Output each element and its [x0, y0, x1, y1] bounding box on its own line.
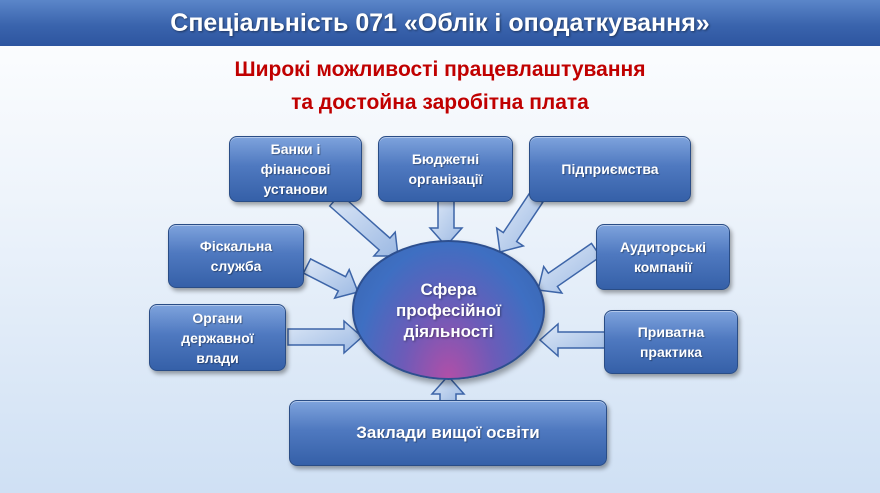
- node-private-practice: Приватна практика: [604, 310, 738, 374]
- arrow-enterprises: [495, 192, 544, 253]
- subtitle-line-2: та достойна заробітна плата: [291, 91, 589, 114]
- arrow-budget: [428, 200, 464, 248]
- arrow-private: [538, 322, 607, 358]
- arrow-banks: [328, 192, 399, 257]
- node-banks: Банки і фінансові установи: [229, 136, 362, 202]
- node-audit-companies: Аудиторські компанії: [596, 224, 730, 290]
- arrow-fiscal: [302, 257, 360, 300]
- subtitle-line-1: Широкі можливості працевлаштування: [234, 58, 646, 81]
- center-label: Сфера професійної діяльності: [396, 279, 501, 341]
- arrow-government: [287, 319, 364, 355]
- node-universities: Заклади вищої освіти: [289, 400, 607, 466]
- node-government-bodies: Органи державної влади: [149, 304, 286, 371]
- node-enterprises: Підприємства: [529, 136, 691, 202]
- arrow-audit: [537, 242, 602, 294]
- center-ellipse: Сфера професійної діяльності: [352, 240, 545, 380]
- node-fiscal-service: Фіскальна служба: [168, 224, 304, 288]
- node-budget-organizations: Бюджетні організації: [378, 136, 513, 202]
- slide-title: Спеціальність 071 «Облік і оподаткування…: [170, 8, 710, 37]
- title-bar: Спеціальність 071 «Облік і оподаткування…: [0, 0, 880, 46]
